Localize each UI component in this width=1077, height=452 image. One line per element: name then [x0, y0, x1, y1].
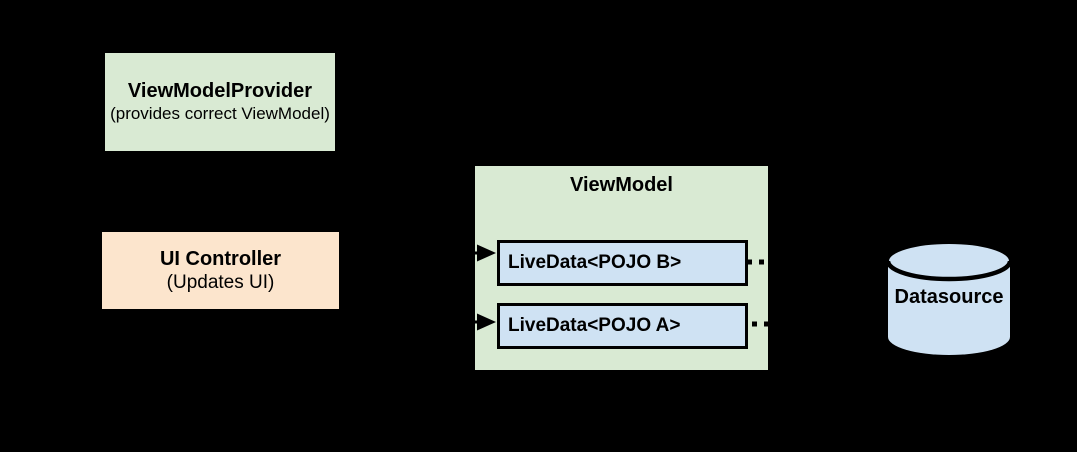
livedata-pojo-a-box: LiveData<POJO A> — [497, 303, 748, 349]
ui-controller-box: UI Controller (Updates UI) — [102, 232, 339, 309]
datasource-cylinder-top — [887, 242, 1011, 280]
viewmodelprovider-title: ViewModelProvider — [127, 80, 313, 102]
livedata-pojo-b-box: LiveData<POJO B> — [497, 240, 748, 286]
viewmodelprovider-subtitle: (provides correct ViewModel) — [110, 104, 330, 123]
viewmodel-title: ViewModel — [570, 174, 673, 196]
datasource-label: Datasource — [894, 286, 1004, 308]
ui-controller-title: UI Controller — [159, 247, 282, 270]
ui-controller-subtitle: (Updates UI) — [166, 271, 275, 293]
viewmodel-box: ViewModel LiveData<POJO B> LiveData<POJO… — [475, 166, 768, 370]
livedata-pojo-a-label: LiveData<POJO A> — [508, 315, 681, 336]
livedata-pojo-b-label: LiveData<POJO B> — [508, 252, 682, 273]
viewmodelprovider-box: ViewModelProvider (provides correct View… — [105, 53, 335, 151]
datasource-cylinder-rim — [885, 260, 1013, 282]
